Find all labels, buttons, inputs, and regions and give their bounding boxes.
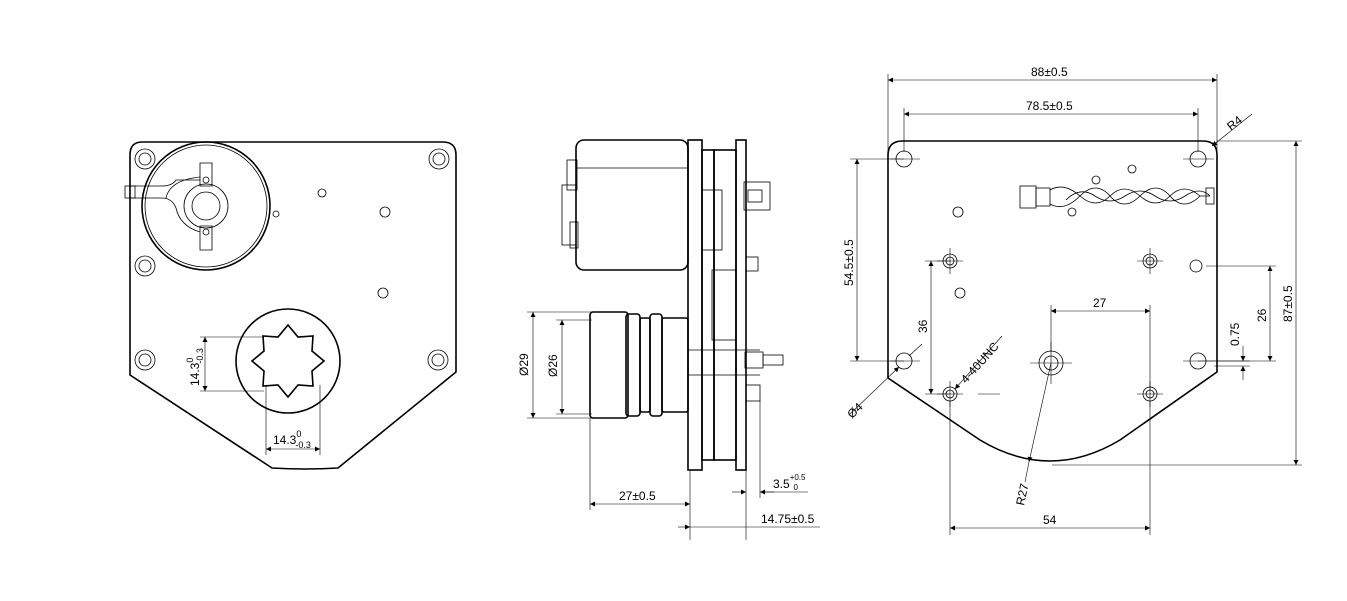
side-dim-dia26: Ø26 [546, 319, 592, 415]
side-gearbox-plates [687, 139, 784, 471]
rear-dim-0-75: 0.75 [1198, 322, 1250, 380]
rear-dim-54: 54 [949, 400, 1151, 535]
svg-text:Ø26: Ø26 [546, 354, 560, 377]
rear-dim-36: 36 [916, 260, 950, 395]
svg-text:54: 54 [1043, 513, 1057, 527]
rear-small-hole [1091, 175, 1101, 185]
rear-mount-hole-tr [1183, 150, 1214, 168]
rear-threaded-hole [1137, 248, 1163, 274]
svg-text:27±0.5: 27±0.5 [619, 489, 656, 503]
side-dim-14-75: 14.75±0.5 [678, 512, 820, 530]
side-dim-27: 27±0.5 [589, 418, 691, 540]
rear-dim-27: 27 [1050, 296, 1151, 390]
rear-small-hole [1189, 259, 1203, 273]
svg-text:4-40UNC: 4-40UNC [958, 339, 1002, 386]
svg-text:88±0.5: 88±0.5 [1031, 65, 1068, 79]
rear-dim-88: 88±0.5 [887, 65, 1218, 150]
front-output-star [235, 308, 341, 414]
svg-text:27: 27 [1093, 296, 1107, 310]
front-mount-hole-br [427, 349, 449, 371]
rear-wire-connector [1019, 185, 1215, 209]
svg-text:R27: R27 [1013, 482, 1031, 507]
front-mount-hole-tl [134, 148, 156, 170]
rear-dim-r27: R27 [1013, 362, 1052, 507]
side-motor-can [561, 139, 689, 271]
front-small-hole [379, 206, 391, 218]
svg-text:14.30-0.3: 14.30-0.3 [185, 348, 205, 386]
svg-text:54.5±0.5: 54.5±0.5 [842, 239, 856, 286]
rear-dim-54-5: 54.5±0.5 [842, 158, 904, 362]
front-mount-hole-bl [134, 349, 156, 371]
rear-small-hole [1067, 207, 1077, 217]
svg-text:78.5±0.5: 78.5±0.5 [1026, 99, 1073, 113]
side-dim-dia29: Ø29 [517, 311, 592, 419]
svg-text:26: 26 [1255, 308, 1269, 322]
front-plate-outline [129, 141, 457, 470]
front-mount-hole-tr [428, 148, 450, 170]
svg-text:87±0.5: 87±0.5 [1281, 285, 1295, 322]
front-view: 14.30-0.3 14.30-0.3 [124, 141, 457, 470]
rear-dim-87: 87±0.5 [1052, 140, 1302, 466]
rear-view: 88±0.5 78.5±0.5 R4 54.5±0.5 36 4-40UNC [842, 65, 1302, 535]
side-output-drum [589, 311, 689, 419]
rear-small-hole [954, 287, 966, 299]
front-small-hole [377, 287, 389, 299]
front-mount-hole-ml [134, 255, 156, 277]
front-motor-disc [124, 141, 271, 271]
front-small-hole [317, 188, 327, 198]
svg-text:14.75±0.5: 14.75±0.5 [761, 512, 815, 526]
rear-small-hole [1127, 164, 1137, 174]
front-dim-horizontal: 14.30-0.3 [265, 385, 321, 455]
front-small-hole [272, 210, 280, 218]
rear-dim-26: 26 [1206, 265, 1276, 362]
rear-dim-thread: 4-40UNC [954, 335, 1003, 390]
svg-text:14.30-0.3: 14.30-0.3 [273, 429, 311, 450]
front-dim-vertical: 14.30-0.3 [185, 336, 264, 392]
rear-small-hole [952, 206, 964, 218]
svg-text:36: 36 [916, 319, 930, 333]
svg-text:0.75: 0.75 [1228, 322, 1242, 346]
svg-text:Ø4: Ø4 [844, 400, 865, 421]
rear-dim-78-5: 78.5±0.5 [903, 99, 1199, 152]
svg-text:3.5+0.50: 3.5+0.50 [773, 473, 806, 492]
svg-text:R4: R4 [1224, 113, 1245, 134]
svg-text:Ø29: Ø29 [517, 353, 531, 376]
